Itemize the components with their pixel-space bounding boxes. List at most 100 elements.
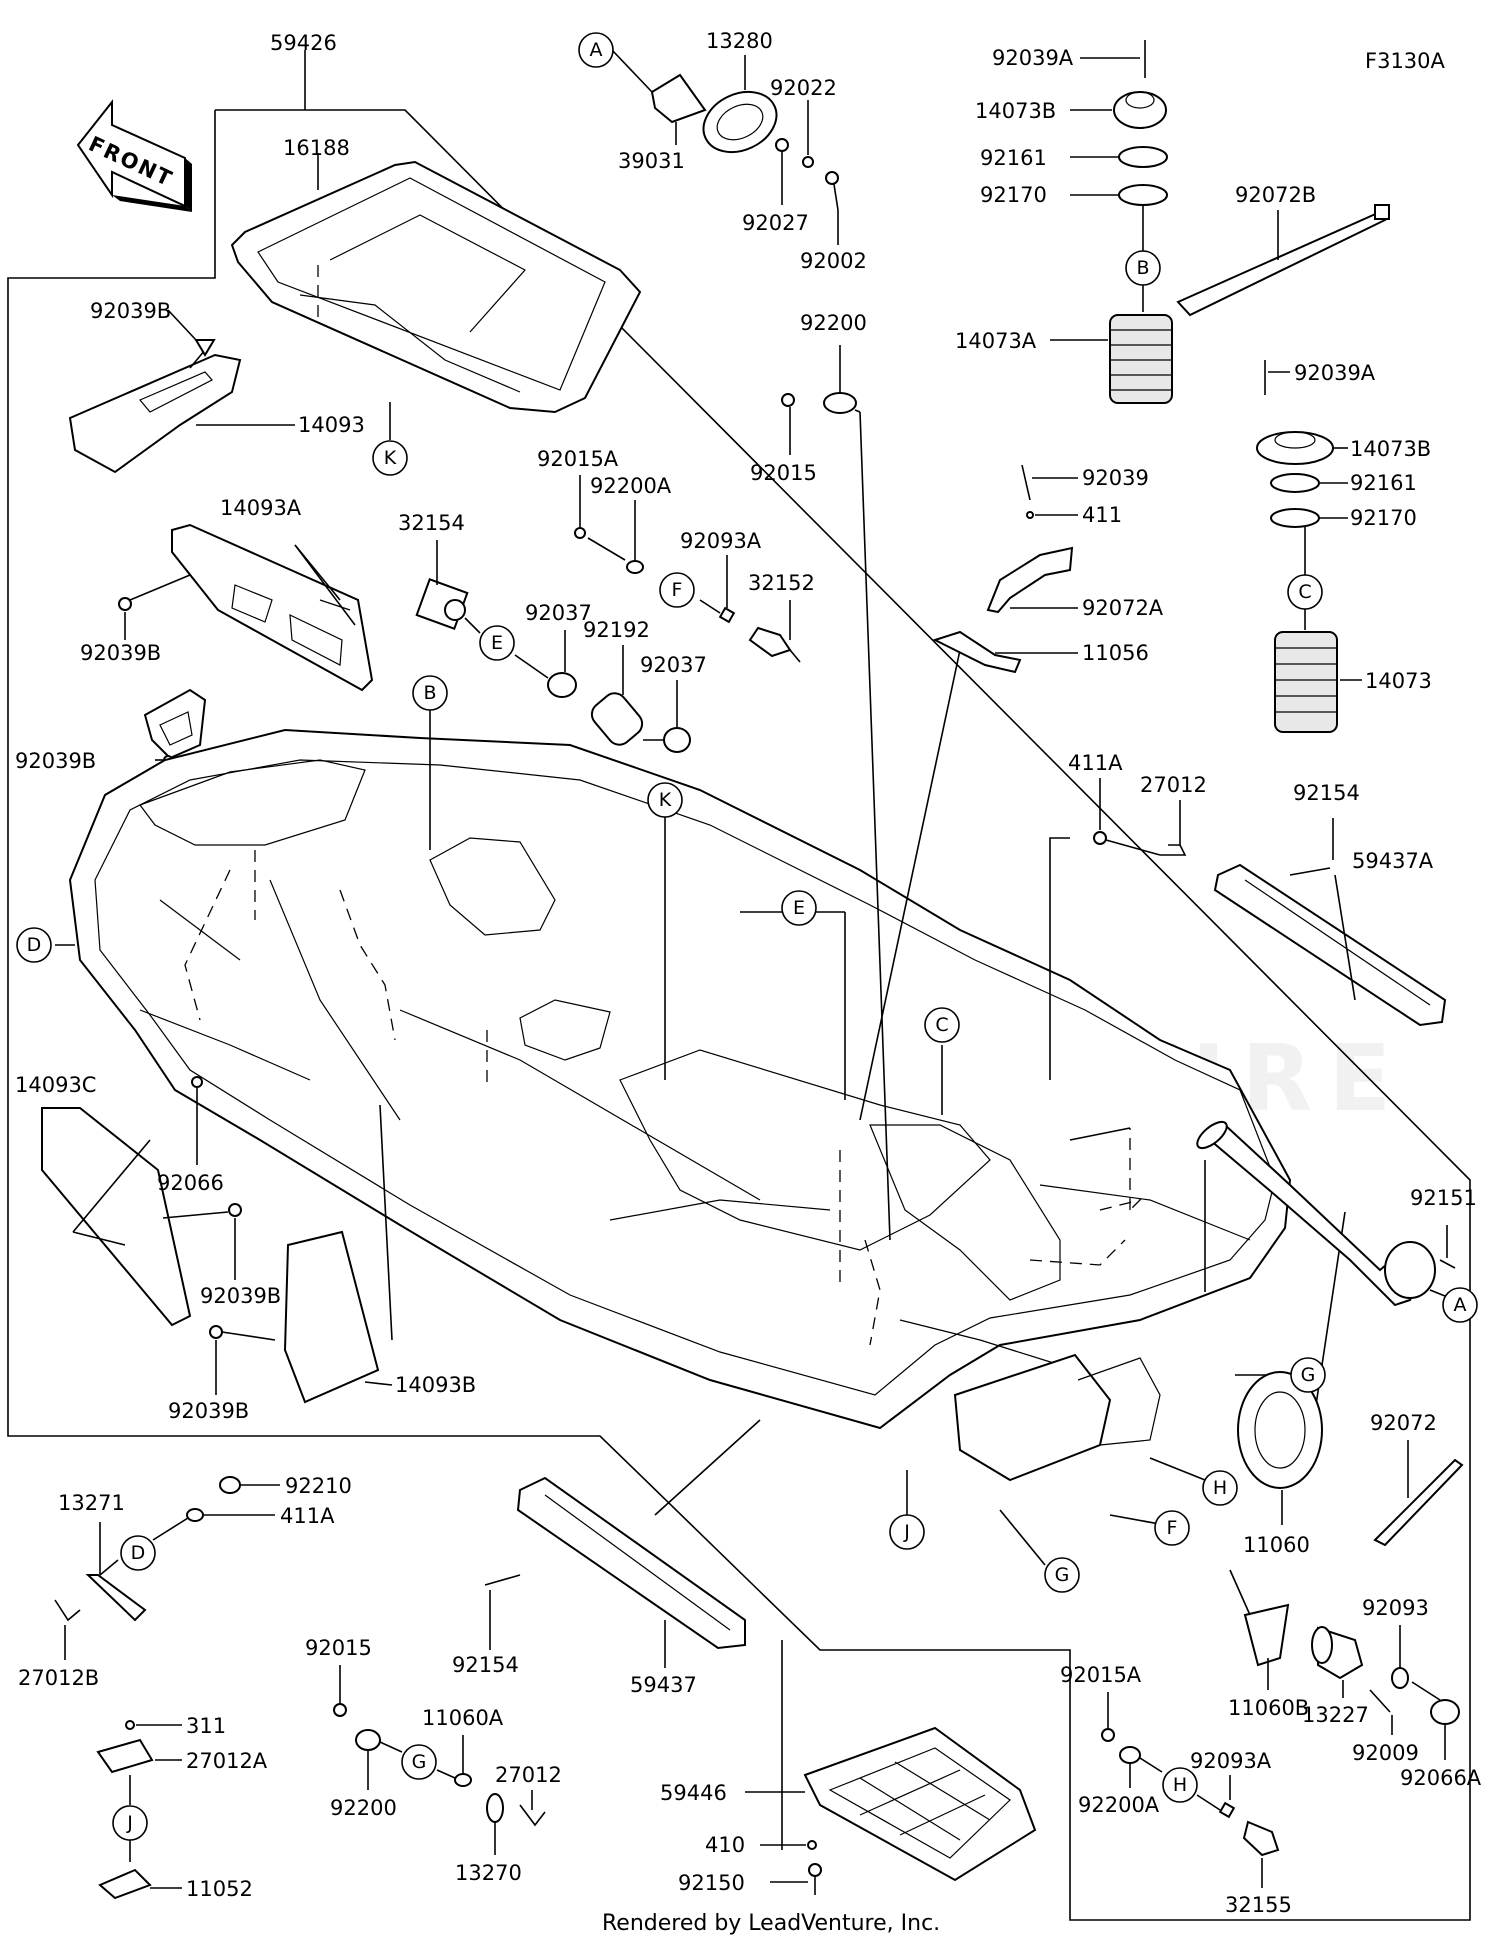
label-92015A-1: 92015A [537,447,619,471]
pin-92151 [1439,1259,1456,1269]
hose-14073A [1109,314,1173,404]
diagram-code: F3130A [1365,49,1446,73]
label-32155: 32155 [1225,1893,1292,1917]
group-frame-59426 [7,109,1471,1921]
label-311: 311 [186,1714,226,1738]
plate-14093C [41,1107,192,1327]
label-14093A: 14093A [220,496,302,520]
fastener-92039B-2 [118,597,132,611]
bracket-27012A [96,1738,154,1774]
marker-D-1: D [27,934,42,956]
label-92037-2: 92037 [640,653,707,677]
dash-hull-7 [1029,1239,1126,1266]
label-92066A: 92066A [1400,1766,1482,1790]
part-92027 [775,138,789,152]
label-14073B-2: 14073B [1350,437,1431,461]
washer-92022 [802,156,814,168]
leader-h2b [1196,1794,1221,1811]
leader-92200-link [854,409,861,413]
label-92154-1: 92154 [1293,781,1360,805]
cap-14073B-1 [1113,91,1167,129]
washer-92093A-2 [1218,1801,1236,1819]
fastener-92066 [191,1076,203,1088]
label-32154: 32154 [398,511,465,535]
marker-J-2: J [126,1812,133,1834]
bracket-11052 [98,1868,152,1900]
part-311 [125,1720,135,1730]
part-labels: 59426 16188 92039B 14093 14093A 92039B 9… [15,29,1482,1917]
label-14073: 14073 [1365,669,1432,693]
washer-411A-2 [186,1508,204,1522]
nut-92210 [219,1476,241,1494]
label-92015-1: 92015 [750,461,817,485]
bar-59437A [1213,863,1447,1027]
leader-59437A [1334,874,1356,1001]
washer-92200A-1 [626,560,644,574]
label-411A-2: 411A [280,1504,335,1528]
leader-g2 [999,1509,1046,1566]
leader-92039B-2 [129,574,191,601]
part-411-1 [1026,511,1034,519]
label-59446: 59446 [660,1781,727,1805]
leader-d2b [99,1559,119,1576]
label-92039B-1: 92039B [90,299,171,323]
fastener-92039B-5 [209,1325,223,1339]
label-92039B-5: 92039B [168,1399,249,1423]
label-92161-1: 92161 [980,146,1047,170]
vent-bracket [143,688,207,760]
leader-h1b [1229,1569,1251,1616]
leader-14093C-a [72,1139,151,1233]
marker-F-1: F [672,579,683,601]
dash-hull-6 [864,1239,881,1346]
marker-H-2: H [1173,1774,1187,1796]
label-59437: 59437 [630,1673,697,1697]
label-92150: 92150 [678,1871,745,1895]
leader-14093B [364,1381,393,1386]
clamp-92037-2 [663,727,691,753]
leader-14093B-b [379,1104,393,1341]
gasket-11060 [1237,1371,1323,1489]
leader-h1 [1149,1457,1206,1481]
dash-hull-1 [184,869,231,1021]
label-92002: 92002 [800,249,867,273]
marker-C-1: C [1298,581,1311,603]
label-92072: 92072 [1370,1411,1437,1435]
marker-H-1: H [1213,1477,1227,1499]
marker-A-1: A [590,39,603,61]
label-92039B-3: 92039B [15,749,96,773]
label-13227: 13227 [1302,1703,1369,1727]
label-411-1: 411 [1082,503,1122,527]
leader-27012-1b [1105,839,1161,856]
fitting-13227 [1311,1626,1364,1680]
leader-59437-hull [654,1419,761,1516]
label-92093: 92093 [1362,1596,1429,1620]
leader-92039B-5 [221,1331,276,1341]
clip-27012-1 [1160,844,1187,856]
label-27012A: 27012A [186,1749,268,1773]
leader-h2a [1139,1757,1163,1773]
label-92066: 92066 [157,1171,224,1195]
label-32152: 32152 [748,571,815,595]
label-11056: 11056 [1082,641,1149,665]
grate-59446 [803,1726,1037,1882]
leader-g3b [436,1769,456,1779]
strap-92072A [986,546,1074,614]
clamp-92037-1 [547,672,577,698]
leader-92039B-1 [167,309,197,341]
valve-32155 [1242,1820,1280,1857]
label-14073B-1: 14073B [975,99,1056,123]
label-14093C: 14093C [15,1073,96,1097]
leader-d2a [152,1517,189,1541]
label-92039B-4: 92039B [200,1284,281,1308]
bracket-11056 [932,630,1022,674]
label-13280: 13280 [706,29,773,53]
marker-B-2: B [423,682,436,704]
label-27012-1: 27012 [1140,773,1207,797]
leader-59437A-hull [1069,1127,1131,1141]
label-92039A-2: 92039A [1294,361,1376,385]
label-92170-1: 92170 [980,183,1047,207]
part-410 [807,1840,817,1850]
hose-92192 [590,692,644,746]
marker-G-2: G [1055,1564,1070,1586]
